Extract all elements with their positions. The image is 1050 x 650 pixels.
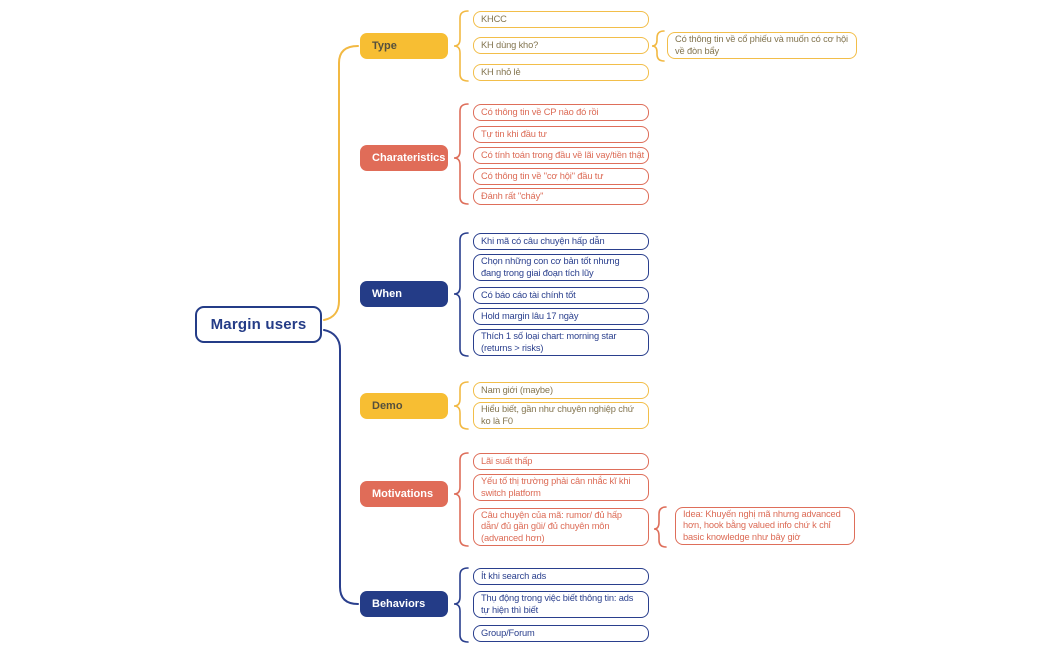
brace-motivations-annotation — [653, 506, 667, 548]
behaviors-child-2[interactable]: Thụ động trong việc biết thông tin: ads … — [473, 591, 649, 618]
when-child-2[interactable]: Chọn những con cơ bản tốt nhưng đang tro… — [473, 254, 649, 281]
demo-child-1[interactable]: Nam giới (maybe) — [473, 382, 649, 399]
charateristics-child-3[interactable]: Có tính toán trong đầu về lãi vay/tiền t… — [473, 147, 649, 164]
type-child-nho-le[interactable]: KH nhỏ lẻ — [473, 64, 649, 81]
charateristics-child-2[interactable]: Tự tin khi đầu tư — [473, 126, 649, 143]
branch-when[interactable]: When — [360, 281, 448, 307]
behaviors-child-1[interactable]: Ít khi search ads — [473, 568, 649, 585]
charateristics-child-5[interactable]: Đánh rất "cháy" — [473, 188, 649, 205]
charateristics-child-1[interactable]: Có thông tin về CP nào đó rồi — [473, 104, 649, 121]
motivations-child-2[interactable]: Yếu tố thị trường phải cân nhắc kĩ khi s… — [473, 474, 649, 501]
branch-behaviors[interactable]: Behaviors — [360, 591, 448, 617]
when-child-4[interactable]: Hold margin lâu 17 ngày — [473, 308, 649, 325]
charateristics-child-4[interactable]: Có thông tin về "cơ hội" đầu tư — [473, 168, 649, 185]
connector-root-type — [323, 45, 359, 321]
when-child-5[interactable]: Thích 1 số loại chart: morning star (ret… — [473, 329, 649, 356]
branch-type[interactable]: Type — [360, 33, 448, 59]
brace-charateristics — [453, 103, 469, 205]
branch-demo[interactable]: Demo — [360, 393, 448, 419]
demo-child-2[interactable]: Hiểu biết, gần như chuyên nghiệp chứ ko … — [473, 402, 649, 429]
brace-demo — [453, 381, 469, 430]
brace-type-annotation — [651, 30, 665, 62]
root-node-margin-users[interactable]: Margin users — [195, 306, 322, 343]
motivations-child-3[interactable]: Câu chuyện của mã: rumor/ đủ hấp dẫn/ đủ… — [473, 508, 649, 546]
brace-type — [453, 10, 469, 82]
type-child-dung-kho[interactable]: KH dùng kho? — [473, 37, 649, 54]
type-child-khcc[interactable]: KHCC — [473, 11, 649, 28]
motivations-annotation[interactable]: Idea: Khuyến nghị mã nhưng advanced hơn,… — [675, 507, 855, 545]
brace-motivations — [453, 452, 469, 547]
when-child-3[interactable]: Có báo cáo tài chính tốt — [473, 287, 649, 304]
behaviors-child-3[interactable]: Group/Forum — [473, 625, 649, 642]
brace-behaviors — [453, 567, 469, 643]
type-annotation[interactable]: Có thông tin về cổ phiếu và muốn có cơ h… — [667, 32, 857, 59]
motivations-child-1[interactable]: Lãi suất thấp — [473, 453, 649, 470]
connector-root-behaviors — [323, 329, 359, 605]
branch-motivations[interactable]: Motivations — [360, 481, 448, 507]
brace-when — [453, 232, 469, 357]
branch-charateristics[interactable]: Charateristics — [360, 145, 448, 171]
when-child-1[interactable]: Khi mã có câu chuyện hấp dẫn — [473, 233, 649, 250]
